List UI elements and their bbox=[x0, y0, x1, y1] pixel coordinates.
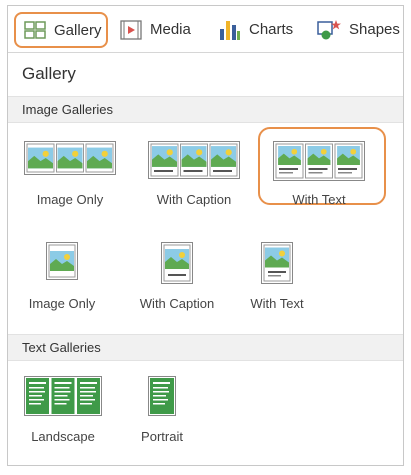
gallery-option-image-only-vertical[interactable]: Image Only bbox=[22, 242, 102, 311]
option-caption: Portrait bbox=[141, 429, 183, 444]
option-caption: With Caption bbox=[139, 296, 215, 311]
section-header-text-galleries: Text Galleries bbox=[8, 334, 403, 361]
with-caption-gallery-icon bbox=[148, 141, 240, 179]
tab-gallery[interactable]: Gallery bbox=[14, 12, 108, 48]
shapes-icon bbox=[317, 19, 341, 39]
option-caption: With Text bbox=[250, 296, 304, 311]
with-caption-vertical-icon bbox=[161, 242, 193, 284]
gallery-panel: Gallery Media Charts bbox=[7, 5, 404, 466]
tab-charts[interactable]: Charts bbox=[219, 6, 293, 53]
text-gallery-option-portrait[interactable]: Portrait bbox=[132, 376, 192, 444]
tab-media[interactable]: Media bbox=[120, 6, 191, 53]
tab-shapes[interactable]: Shapes bbox=[317, 6, 400, 53]
gallery-option-with-caption-vertical[interactable]: With Caption bbox=[132, 242, 222, 311]
tab-gallery-label: Gallery bbox=[54, 21, 102, 39]
tab-charts-label: Charts bbox=[249, 21, 294, 38]
option-caption: With Caption bbox=[156, 192, 232, 207]
section-title: Image Galleries bbox=[22, 102, 114, 117]
bar-chart-icon bbox=[220, 20, 240, 40]
gallery-option-with-text-horizontal[interactable]: With Text bbox=[271, 138, 367, 208]
section-header-image-galleries: Image Galleries bbox=[8, 96, 403, 123]
toolbar: Gallery Media Charts bbox=[8, 6, 403, 53]
selected-option-highlight bbox=[258, 127, 386, 205]
option-caption: Landscape bbox=[31, 429, 95, 444]
gallery-option-with-text-vertical[interactable]: With Text bbox=[244, 242, 310, 311]
tab-media-label: Media bbox=[150, 21, 191, 38]
panel-title: Gallery bbox=[22, 64, 76, 83]
option-caption: Image Only bbox=[36, 192, 104, 207]
with-text-vertical-icon bbox=[261, 242, 293, 284]
landscape-text-gallery-icon bbox=[24, 376, 102, 416]
option-caption: Image Only bbox=[28, 296, 96, 311]
image-only-gallery-icon bbox=[24, 141, 116, 175]
option-caption: With Text bbox=[292, 192, 346, 207]
text-gallery-option-landscape[interactable]: Landscape bbox=[22, 376, 104, 444]
tab-shapes-label: Shapes bbox=[349, 21, 400, 38]
gallery-option-image-only-horizontal[interactable]: Image Only bbox=[22, 138, 118, 208]
image-only-vertical-icon bbox=[46, 242, 78, 280]
gallery-option-with-caption-horizontal[interactable]: With Caption bbox=[146, 138, 242, 208]
with-text-gallery-icon bbox=[273, 141, 365, 181]
media-icon bbox=[120, 19, 142, 40]
portrait-text-gallery-icon bbox=[148, 376, 176, 416]
gallery-icon bbox=[24, 21, 46, 39]
section-title: Text Galleries bbox=[22, 340, 101, 355]
